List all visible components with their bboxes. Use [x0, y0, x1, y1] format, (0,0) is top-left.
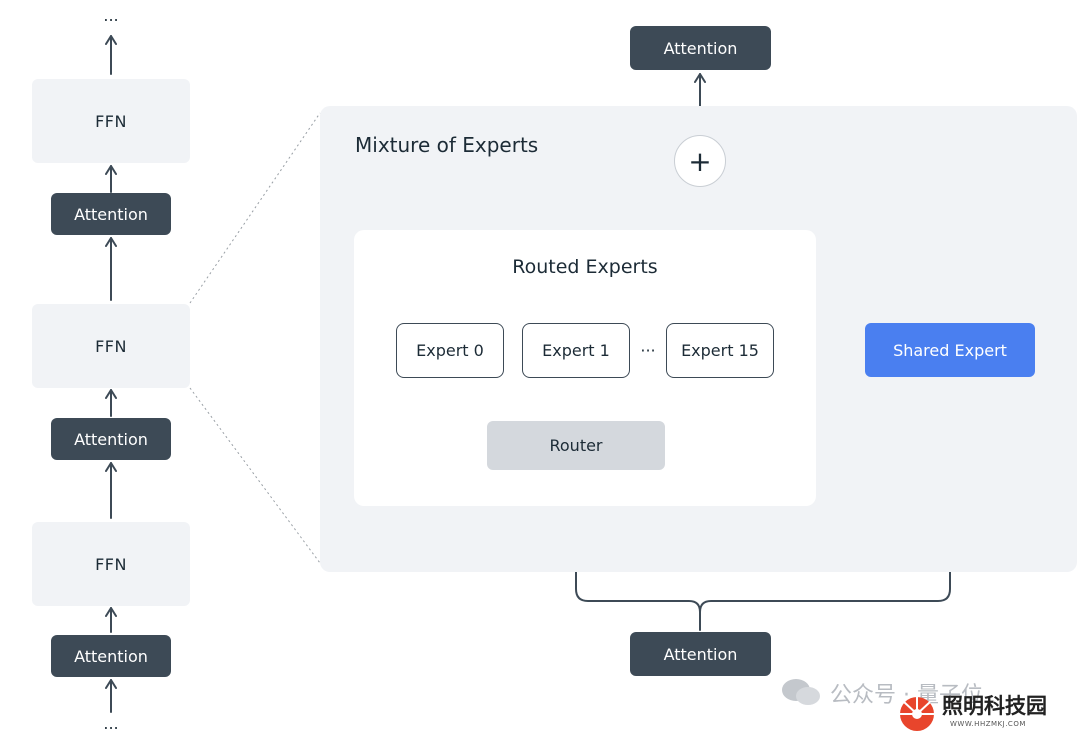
expert-15: Expert 15 [666, 323, 774, 378]
attention-block-middle: Attention [51, 418, 171, 460]
shared-expert-block: Shared Expert [865, 323, 1035, 377]
ffn-block-bottom: FFN [32, 522, 190, 606]
expert-0: Expert 0 [396, 323, 504, 378]
attention-block-top: Attention [51, 193, 171, 235]
ffn-block-top: FFN [32, 79, 190, 163]
ffn-block-middle: FFN [32, 304, 190, 388]
attention-block-input: Attention [630, 632, 771, 676]
plus-icon: + [674, 135, 726, 187]
arrow-attention-router [570, 471, 701, 613]
top-ellipsis: ... [103, 6, 119, 25]
routed-experts-title: Routed Experts [512, 256, 658, 278]
attention-block-output: Attention [630, 26, 771, 70]
zoom-line-top [189, 112, 321, 304]
expert-1: Expert 1 [522, 323, 630, 378]
bottom-ellipsis: ... [103, 714, 119, 733]
arrow-attention-shared [699, 379, 956, 613]
router-block: Router [487, 421, 665, 470]
zoom-line-bottom [189, 387, 321, 564]
watermark-url: WWW.HHZMKJ.COM [950, 720, 1026, 728]
brand-logo-icon [900, 697, 934, 731]
wechat-icon [782, 679, 820, 705]
watermark-brand: 照明科技园 [942, 694, 1047, 718]
experts-ellipsis: ··· [640, 341, 656, 360]
attention-block-bottom: Attention [51, 635, 171, 677]
moe-title: Mixture of Experts [355, 133, 539, 157]
